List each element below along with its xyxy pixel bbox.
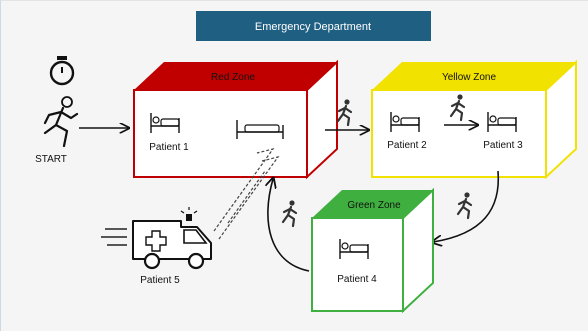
patient-3-label: Patient 3	[483, 140, 523, 151]
yellow-zone-label: Yellow Zone	[442, 72, 497, 83]
arrow-icon	[268, 179, 310, 272]
arrow-icon	[433, 170, 500, 242]
red-zone: Red Zone	[133, 59, 338, 180]
bed-icon	[236, 120, 284, 139]
patient-5-label: Patient 5	[140, 275, 180, 286]
runner-icon	[281, 199, 298, 228]
ambulance-icon	[101, 207, 212, 270]
page-title: Emergency Department	[255, 21, 371, 33]
start-label: START	[35, 154, 67, 165]
red-zone-label: Red Zone	[211, 72, 255, 83]
runner-icon	[456, 191, 473, 220]
ambulance-motion-chevrons	[213, 148, 280, 240]
green-zone: Green Zone	[311, 187, 434, 314]
stopwatch-icon	[49, 56, 75, 86]
patient-4-label: Patient 4	[337, 274, 377, 285]
runner-icon	[336, 98, 353, 127]
runner-icon	[43, 96, 79, 148]
patient-1-label: Patient 1	[149, 142, 189, 153]
green-zone-label: Green Zone	[347, 200, 401, 211]
patient-2-label: Patient 2	[387, 140, 427, 151]
yellow-zone: Yellow Zone	[371, 59, 577, 180]
title-banner: Emergency Department	[196, 11, 431, 41]
